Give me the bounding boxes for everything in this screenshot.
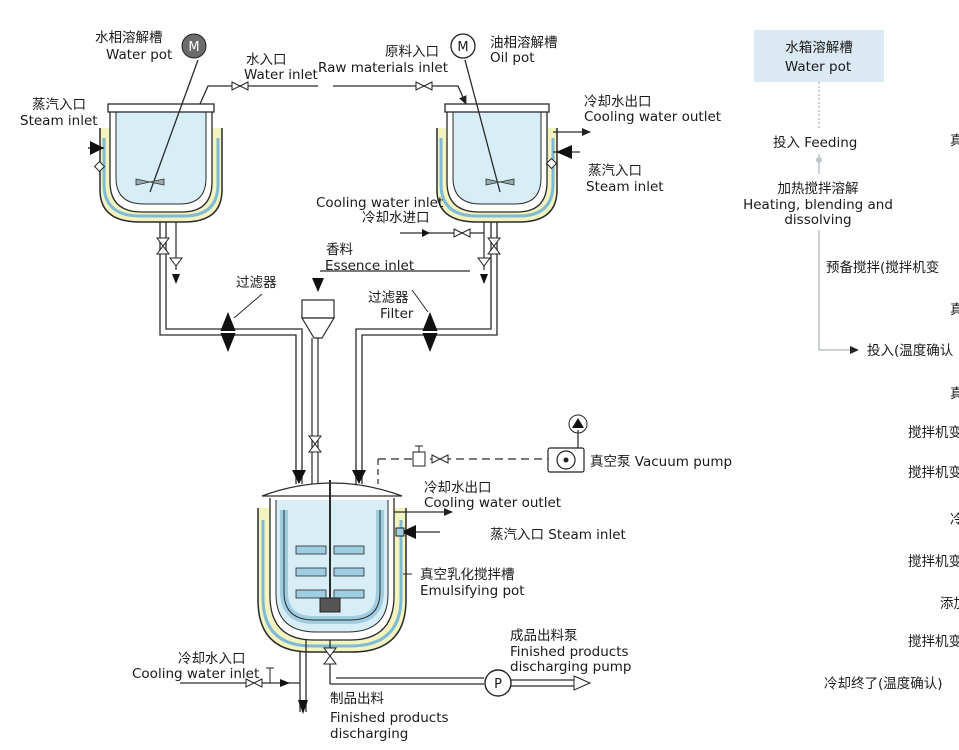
steam-inlet-right-en: Steam inlet <box>586 179 664 195</box>
flowchart-box-cn: 水箱溶解槽 <box>785 40 853 56</box>
filter-right-label-en: Filter <box>380 306 414 322</box>
water-inlet-valve <box>231 81 249 91</box>
flow-right-10: 冷却终了(温度确认) <box>824 676 943 692</box>
essence-arrow <box>312 278 324 292</box>
water-inlet-label-cn: 水入口 <box>246 52 287 68</box>
product-discharge-arrow <box>298 700 308 714</box>
cooling-outlet-top-en: Cooling water outlet <box>584 109 721 125</box>
drain-valve-right <box>545 157 558 170</box>
water-drain-valve <box>169 257 183 267</box>
vacuum-pump <box>547 414 588 473</box>
vacuum-valve <box>431 454 449 464</box>
vacuum-filter <box>412 445 426 467</box>
flowchart-box-en: Water pot <box>785 59 851 75</box>
oil-drain-valve <box>477 257 491 267</box>
product-label-en-1: Finished products <box>330 710 449 726</box>
pump-label-en-1: Finished products <box>510 644 629 660</box>
filter-left-label: 过滤器 <box>236 275 277 291</box>
cooling-inlet-mid-cn: 冷却水进口 <box>362 210 430 226</box>
flow-step-pre: 预备搅拌(搅拌机变 <box>826 259 939 276</box>
essence-label-en: Essence inlet <box>325 258 414 274</box>
pump-label-en-2: discharging pump <box>510 659 632 675</box>
vacuum-pump-label: 真空泵 Vacuum pump <box>590 454 732 470</box>
cooling-outlet-bottom-cn: 冷却水出口 <box>424 480 492 496</box>
cooling-inlet-bottom-cn: 冷却水入口 <box>178 651 246 667</box>
product-label-en-2: discharging <box>330 726 408 742</box>
product-label-cn: 制品出料 <box>330 691 384 707</box>
filter-left-leader <box>233 293 263 319</box>
flowchart-start-box <box>754 30 884 82</box>
essence-valve <box>308 435 322 453</box>
steam-inlet-left-en: Steam inlet <box>20 113 98 129</box>
motor-symbol-oil: M <box>457 40 468 55</box>
flow-right-7: 搅拌机变 <box>908 554 959 570</box>
flow-right-3: 真 <box>950 386 959 402</box>
oil-entry-arrow <box>352 470 366 484</box>
water-entry-arrow <box>292 470 306 484</box>
steam-inlet-bottom-label: 蒸汽入口 Steam inlet <box>490 527 626 543</box>
flow-right-2: 真 <box>950 302 959 318</box>
water-transfer-pipe-inner <box>165 222 303 484</box>
oil-outlet-valve <box>487 237 501 255</box>
cooling-inlet-bottom-en: Cooling water inlet <box>132 666 259 682</box>
flow-step-feeding: 投入 Feeding <box>773 135 857 151</box>
oil-steam-valve <box>556 145 572 159</box>
cooling-inlet-mid-en: Cooling water inlet <box>316 195 443 211</box>
raw-inlet-label-cn: 原料入口 <box>385 44 439 60</box>
flow-step-heat-cn: 加热搅拌溶解 <box>778 181 859 197</box>
emulsifying-pot-label-cn: 真空乳化搅拌槽 <box>420 567 515 583</box>
water-pot-label-en: Water pot <box>106 47 172 63</box>
flow-right-1: 真 <box>950 133 959 149</box>
emulsifying-pot-label-en: Emulsifying pot <box>420 583 525 599</box>
flow-right-9: 搅拌机变 <box>908 634 959 650</box>
water-pot-motor: M <box>181 33 207 59</box>
oil-pot-motor: M <box>450 33 476 59</box>
cooling-outlet-bottom-en: Cooling water outlet <box>424 495 561 511</box>
essence-hopper <box>300 299 336 339</box>
pump-feed-valve <box>323 647 337 665</box>
flow-right-4: 搅拌机变 <box>908 425 959 441</box>
water-pot-vessel <box>99 59 223 223</box>
cooling-inlet-mid-valve <box>453 228 471 238</box>
flow-step-input-temp: 投入(温度确认 <box>867 343 954 359</box>
filter-right-label-cn: 过滤器 <box>368 290 409 306</box>
drain-valve-left <box>93 160 106 173</box>
flowchart: 水箱溶解槽 Water pot 投入 Feeding 加热搅拌溶解 Heatin… <box>743 30 959 692</box>
pump-discharge-arrow <box>573 675 592 691</box>
oil-pot-label-en: Oil pot <box>490 50 535 66</box>
water-inlet-pipe <box>199 85 318 105</box>
flow-step-heat-en-2: dissolving <box>784 212 851 228</box>
steam-inlet-left-cn: 蒸汽入口 <box>32 97 86 113</box>
pump-label-cn: 成品出料泵 <box>510 628 578 644</box>
water-outlet-valve <box>156 237 170 255</box>
flow-right-8: 添加 <box>940 596 959 612</box>
steam-inlet-right-cn: 蒸汽入口 <box>588 163 642 179</box>
flow-step-heat-en-1: Heating, blending and <box>743 197 893 213</box>
cooling-inlet-bottom-valve <box>245 678 263 688</box>
pump-symbol: P <box>494 677 502 692</box>
water-inlet-label-en: Water inlet <box>244 67 318 83</box>
oil-pot-vessel <box>436 59 558 223</box>
water-pot-label-cn: 水相溶解槽 <box>95 30 163 46</box>
motor-symbol: M <box>188 40 199 55</box>
filter-right-leader <box>411 289 429 313</box>
raw-inlet-valve <box>415 81 433 91</box>
flow-right-5: 搅拌机变 <box>908 465 959 481</box>
raw-inlet-pipe <box>333 85 467 105</box>
essence-label-cn: 香料 <box>326 242 353 258</box>
water-drain-arrow <box>172 274 180 284</box>
oil-pot-label-cn: 油相溶解槽 <box>490 35 558 51</box>
raw-inlet-label-en: Raw materials inlet <box>318 60 448 76</box>
emulsifying-pot-vessel <box>257 480 407 653</box>
flow-right-6: 冷 <box>950 512 959 528</box>
water-transfer-pipe-outer <box>159 222 297 484</box>
oil-drain-arrow <box>480 274 488 284</box>
steam-inlet-left-valve <box>90 141 104 155</box>
cooling-outlet-top-cn: 冷却水出口 <box>584 94 652 110</box>
discharging-pump: P <box>484 669 512 697</box>
steam-inlet-bottom-valve <box>401 525 416 539</box>
